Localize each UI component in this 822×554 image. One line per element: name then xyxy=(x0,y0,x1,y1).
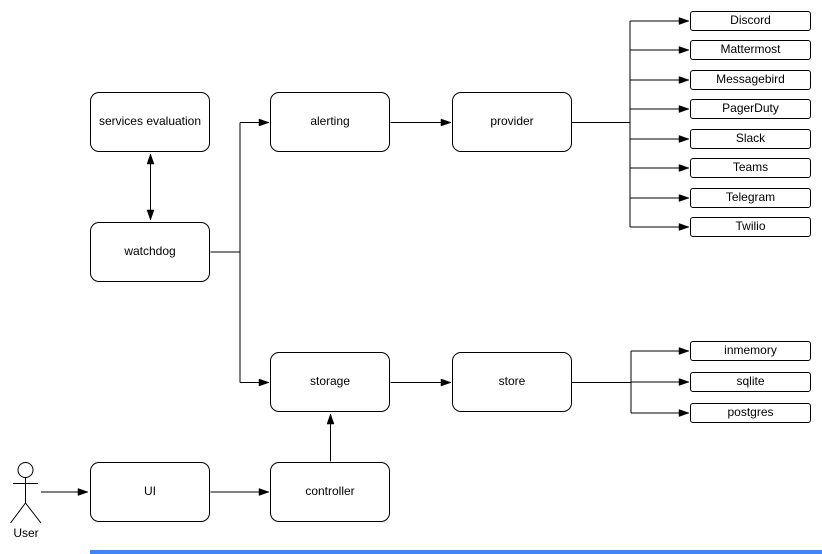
node-ui: UI xyxy=(90,462,210,522)
node-discord: Discord xyxy=(690,11,811,31)
node-teams: Teams xyxy=(690,158,811,178)
node-mattermost: Mattermost xyxy=(690,40,811,60)
user-actor-icon xyxy=(10,462,42,524)
line-watchdog-junction xyxy=(210,122,241,383)
user-actor-label: User xyxy=(13,526,39,540)
node-slack: Slack xyxy=(690,129,811,149)
node-alerting: alerting xyxy=(270,92,390,152)
node-sqlite: sqlite xyxy=(690,372,811,392)
line-store-branch xyxy=(572,351,632,413)
node-provider: provider xyxy=(452,92,572,152)
node-pagerduty: PagerDuty xyxy=(690,99,811,119)
node-twilio: Twilio xyxy=(690,217,811,237)
node-postgres: postgres xyxy=(690,403,811,423)
node-store: store xyxy=(452,352,572,412)
horizontal-scrollbar-thumb[interactable] xyxy=(90,550,822,554)
node-services-evaluation: services evaluation xyxy=(90,92,210,152)
line-provider-branch xyxy=(572,21,631,227)
node-controller: controller xyxy=(270,462,390,522)
node-messagebird: Messagebird xyxy=(690,70,811,90)
node-watchdog: watchdog xyxy=(90,222,210,282)
node-storage: storage xyxy=(270,352,390,412)
node-telegram: Telegram xyxy=(690,188,811,208)
node-inmemory: inmemory xyxy=(690,341,811,361)
